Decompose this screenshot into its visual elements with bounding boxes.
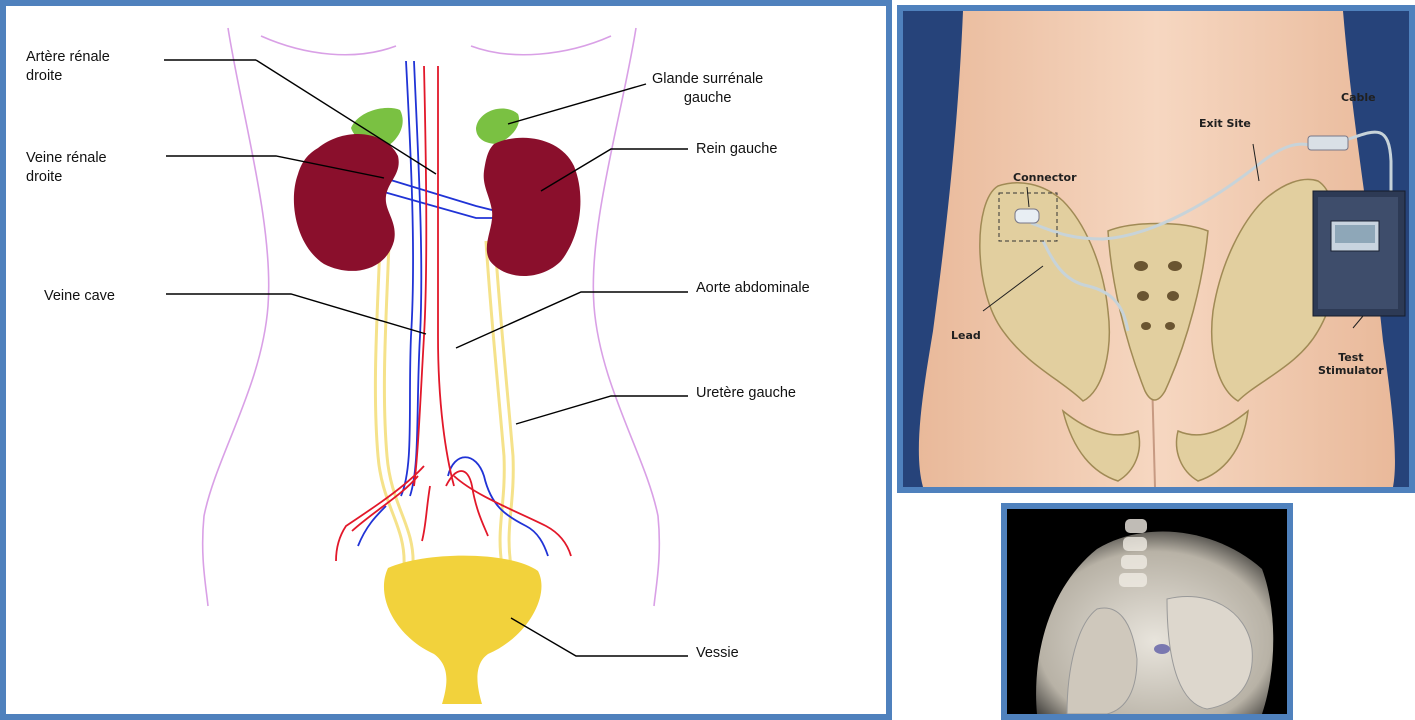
cable-plug bbox=[1308, 136, 1348, 150]
stimulator-illustration-panel: Exit Site Cable Connector Lead Test Stim… bbox=[897, 5, 1415, 493]
label-left-kidney: Rein gauche bbox=[696, 140, 777, 159]
ureters bbox=[375, 241, 513, 566]
label-renal-vein: Veine rénale droite bbox=[26, 149, 107, 187]
stimulator-illustration bbox=[903, 11, 1409, 487]
implant-render bbox=[1154, 644, 1170, 654]
label-renal-artery: Artère rénale droite bbox=[26, 48, 110, 86]
pelvis-render-panel bbox=[1001, 503, 1293, 720]
label-exit-site: Exit Site bbox=[1199, 117, 1251, 130]
label-left-ureter: Uretère gauche bbox=[696, 384, 796, 403]
label-cable: Cable bbox=[1341, 91, 1376, 104]
label-vena-cava: Veine cave bbox=[44, 287, 115, 306]
label-test-stimulator: Test Stimulator bbox=[1318, 351, 1384, 377]
urinary-system-illustration bbox=[6, 6, 886, 714]
body-outline bbox=[203, 28, 660, 606]
label-adrenal-gland: Glande surrénale gauche bbox=[652, 70, 763, 108]
label-abdominal-aorta: Aorte abdominale bbox=[696, 279, 810, 298]
urinary-system-diagram: Artère rénale droite Glande surrénale ga… bbox=[0, 0, 892, 720]
pelvis-3d-render bbox=[1007, 509, 1287, 714]
test-stimulator-device bbox=[1313, 191, 1405, 316]
connector-device bbox=[1015, 209, 1039, 223]
label-lead: Lead bbox=[951, 329, 981, 342]
bladder bbox=[384, 556, 542, 704]
left-kidney bbox=[484, 138, 581, 276]
right-kidney bbox=[294, 134, 399, 271]
label-bladder: Vessie bbox=[696, 644, 739, 663]
label-connector: Connector bbox=[1013, 171, 1077, 184]
